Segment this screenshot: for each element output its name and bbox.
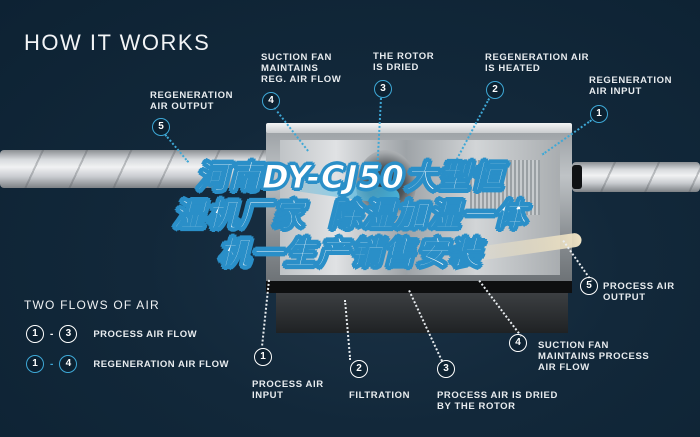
- callout-number-top-5: 5: [152, 118, 170, 136]
- legend-process-to-number: 3: [59, 325, 78, 343]
- legend-process-dash: -: [50, 328, 54, 340]
- regeneration-input-duct: [572, 162, 700, 192]
- callout-number-top-1: 1: [590, 105, 608, 123]
- callout-label-top-1: REGENERATION AIR INPUT: [589, 75, 673, 97]
- legend-title: TWO FLOWS OF AIR: [24, 298, 160, 312]
- callout-number-top-2: 2: [486, 81, 504, 99]
- page-title: HOW IT WORKS: [24, 30, 211, 55]
- legend-regeneration-dash: -: [50, 358, 54, 370]
- callout-number-bottom-2: 2: [350, 360, 368, 378]
- legend-process-from-number: 1: [26, 325, 44, 343]
- regeneration-output-duct: [0, 150, 290, 188]
- callout-number-bottom-4: 4: [509, 334, 527, 352]
- callout-number-top-3: 3: [374, 80, 392, 98]
- callout-number-bottom-3: 3: [437, 360, 455, 378]
- legend-regeneration-to-number: 4: [59, 355, 78, 373]
- dehumidifier-unit-lid: [266, 123, 572, 133]
- callout-number-top-4: 4: [262, 92, 280, 110]
- callout-label-bottom-2: FILTRATION: [349, 390, 411, 401]
- callout-label-bottom-3: PROCESS AIR IS DRIED BY THE ROTOR: [437, 390, 558, 412]
- legend-row-regeneration: 1 - 4 REGENERATION AIR FLOW: [26, 355, 229, 373]
- legend-process-label: PROCESS AIR FLOW: [93, 328, 198, 340]
- overlay-title-line-3: 机一生产销售安装: [217, 234, 482, 273]
- callout-number-bottom-5: 5: [580, 277, 598, 295]
- overlay-title-line-2: 湿机厂家 除湿加湿一体: [172, 196, 528, 235]
- legend-row-process: 1 - 3 PROCESS AIR FLOW: [26, 325, 197, 343]
- callout-label-top-2: REGENERATION AIR IS HEATED: [485, 52, 590, 74]
- callout-number-bottom-1: 1: [254, 348, 272, 366]
- dehumidifier-unit-plinth: [276, 293, 568, 333]
- callout-label-top-3: THE ROTOR IS DRIED: [373, 51, 435, 73]
- callout-label-bottom-5: PROCESS AIR OUTPUT: [603, 281, 675, 303]
- callout-label-bottom-1: PROCESS AIR INPUT: [252, 379, 324, 401]
- dehumidifier-unit-base: [266, 281, 572, 293]
- overlay-product-title: 河南DY-CJ50大型恒 湿机厂家 除湿加湿一体 机一生产销售安装: [110, 158, 590, 273]
- legend-regeneration-from-number: 1: [26, 355, 44, 373]
- callout-label-top-4: SUCTION FAN MAINTAINS REG. AIR FLOW: [261, 52, 342, 85]
- legend-regeneration-label: REGENERATION AIR FLOW: [93, 358, 229, 370]
- callout-label-bottom-4: SUCTION FAN MAINTAINS PROCESS AIR FLOW: [538, 340, 650, 373]
- heater-filter-section: [470, 160, 540, 215]
- duct-opening: [572, 165, 582, 189]
- callout-label-top-5: REGENERATION AIR OUTPUT: [150, 90, 234, 112]
- overlay-title-line-1: 河南DY-CJ50大型恒: [196, 158, 504, 197]
